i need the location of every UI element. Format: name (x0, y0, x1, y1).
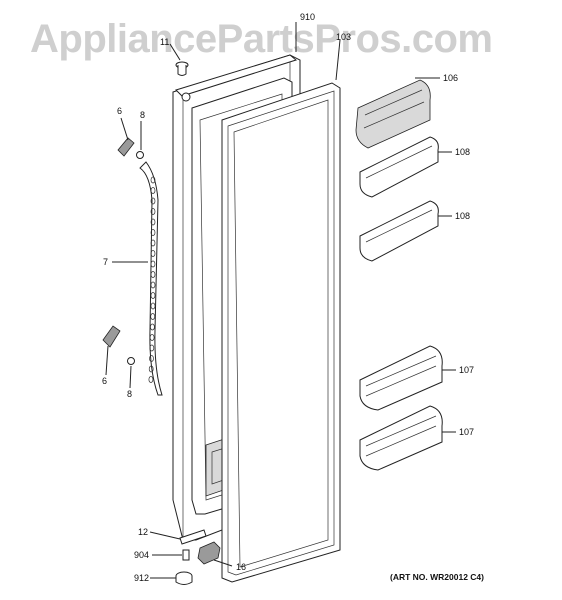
handle-end-cap-bottom (102, 325, 121, 348)
callout-12: 12 (138, 527, 148, 537)
callout-11: 11 (160, 37, 169, 47)
callout-8-bottom: 8 (127, 389, 132, 399)
handle-grip-dot (150, 218, 156, 226)
handle-grip-dot (150, 281, 156, 289)
hinge-shim-12 (179, 529, 207, 545)
hinge-screw-904 (182, 549, 190, 561)
handle-grip-dot (148, 376, 154, 383)
callout-107-lower: 107 (459, 427, 474, 437)
door-shelf-108-middle (359, 200, 439, 262)
callout-108-top: 108 (455, 147, 470, 157)
callout-910: 910 (300, 12, 315, 22)
door-bin-107-upper (359, 345, 443, 411)
handle-grip-dot (150, 187, 156, 194)
handle-screw-top (136, 151, 144, 159)
leader-lines (105, 22, 456, 579)
handle-grip-dot (149, 334, 155, 341)
hinge-pin-11 (175, 61, 189, 76)
callout-106: 106 (443, 73, 458, 83)
handle-grip-dot (150, 208, 156, 215)
handle-grip-dot (150, 260, 156, 268)
handle-end-cap-top (117, 137, 135, 157)
callout-6-top: 6 (117, 106, 122, 116)
callout-6-bottom: 6 (102, 376, 107, 386)
handle-grip-dot (150, 313, 156, 320)
callout-108-middle: 108 (455, 211, 470, 221)
handle-grip-dot (150, 176, 156, 184)
handle-grip-texture (148, 176, 156, 383)
callout-16: 16 (236, 562, 246, 572)
art-number: (ART NO. WR20012 C4) (390, 572, 484, 582)
handle-grip-dot (149, 355, 154, 362)
door-shelf-108-top (359, 136, 439, 198)
handle-grip-dot (149, 344, 155, 352)
dairy-bin-cover-106 (355, 79, 431, 149)
watermark-text: AppliancePartsPros.com (30, 17, 493, 61)
handle-grip-dot (150, 302, 156, 310)
door-stop-16 (197, 541, 221, 565)
handle-grip-dot (150, 323, 155, 331)
handle-grip-dot (150, 239, 156, 247)
hinge-bushing-912 (175, 571, 193, 585)
handle-grip-dot (150, 229, 156, 236)
callout-912: 912 (134, 573, 149, 583)
handle-grip-dot (148, 365, 154, 373)
door-top-hole (181, 92, 191, 102)
callout-8-top: 8 (140, 110, 145, 120)
handle-grip-dot (150, 250, 156, 257)
callout-7: 7 (103, 257, 108, 267)
handle-grip-dot (150, 271, 156, 278)
door-bin-107-lower (359, 405, 443, 471)
door-handle-7 (139, 161, 163, 396)
callout-103: 103 (336, 32, 351, 42)
handle-grip-dot (150, 197, 156, 205)
callout-904: 904 (134, 550, 149, 560)
door-gasket-103 (221, 82, 341, 583)
handle-grip-dot (150, 292, 156, 299)
handle-screw-bottom (127, 357, 135, 365)
callout-107-upper: 107 (459, 365, 474, 375)
